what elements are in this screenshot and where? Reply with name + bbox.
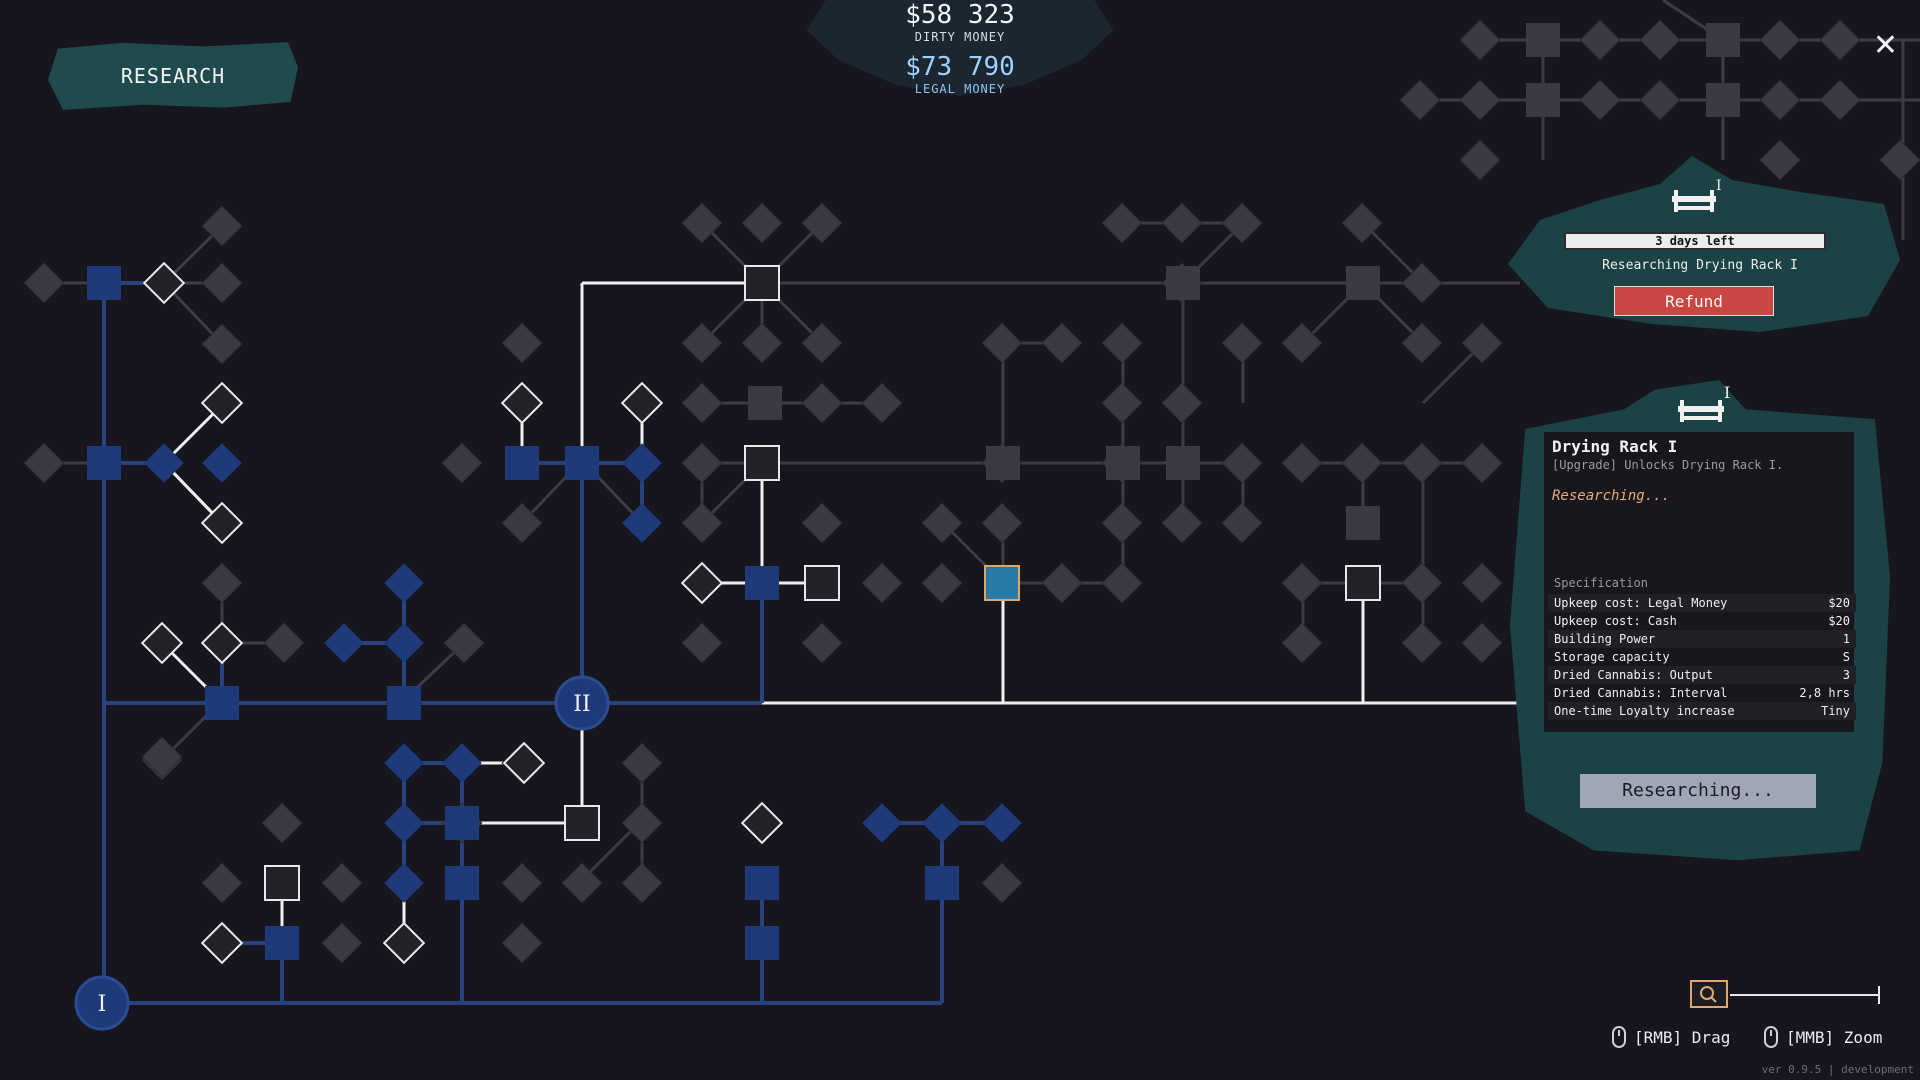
spec-label: One-time Loyalty increase	[1548, 702, 1781, 720]
available-square-nodes[interactable]	[264, 265, 1381, 901]
progress-fill	[1566, 234, 1652, 248]
tier-1-root[interactable]: I	[74, 975, 130, 1031]
spec-value: 3	[1780, 666, 1856, 684]
spec-value: 2,8 hrs	[1799, 686, 1850, 700]
researching-button[interactable]: Researching...	[1580, 774, 1816, 808]
drying-rack-node[interactable]	[984, 565, 1020, 601]
zoom-hint-text: [MMB] Zoom	[1786, 1027, 1883, 1047]
research-progress-card: I 3 days left Researching Drying Rack I …	[1500, 140, 1900, 340]
spec-label: Upkeep cost: Legal Money	[1548, 594, 1781, 612]
spec-table: Upkeep cost: Legal Money$20 Upkeep cost:…	[1548, 594, 1856, 720]
svg-text:I: I	[98, 992, 107, 1017]
svg-text:I: I	[1724, 383, 1730, 402]
locked-square-nodes[interactable]	[748, 23, 1740, 540]
drag-hint-text: [RMB] Drag	[1634, 1027, 1731, 1047]
available-links	[160, 281, 1520, 945]
dirty-money-label: DIRTY MONEY	[914, 30, 1006, 44]
legal-money-value: $73 790	[905, 52, 1015, 82]
days-left-text: 3 days left	[1655, 234, 1735, 248]
spec-value: 1	[1780, 630, 1856, 648]
spec-label: Building Power	[1548, 630, 1781, 648]
spec-label: Storage capacity	[1554, 650, 1670, 664]
close-icon[interactable]: ✕	[1872, 28, 1898, 63]
spec-value: $20	[1828, 614, 1850, 628]
spec-label: Upkeep cost: Cash	[1554, 614, 1677, 628]
unlocked-square-nodes[interactable]	[87, 266, 959, 960]
svg-text:I: I	[1716, 178, 1722, 194]
research-detail-card: I Drying Rack I [Upgrade] Unlocks Drying…	[1510, 380, 1890, 870]
zoom-track[interactable]	[1730, 994, 1880, 996]
svg-text:II: II	[573, 692, 590, 717]
research-title-banner: RESEARCH	[48, 42, 298, 110]
zoom-track-end	[1878, 986, 1880, 1004]
zoom-hint: [MMB] Zoom	[1764, 1026, 1882, 1048]
detail-status: Researching...	[1552, 488, 1671, 504]
spec-value: $20	[1780, 594, 1856, 612]
page-title: RESEARCH	[120, 64, 226, 88]
spec-label: Dried Cannabis: Interval	[1554, 686, 1728, 700]
version-text: ver 0.9.5 | development	[1761, 1063, 1914, 1076]
spec-header: Specification	[1554, 576, 1648, 590]
spec-value: Tiny	[1780, 702, 1856, 720]
spec-label: Dried Cannabis: Output	[1548, 666, 1781, 684]
legal-money-label: LEGAL MONEY	[914, 82, 1006, 96]
zoom-slider[interactable]	[1690, 980, 1890, 1016]
locked-nodes[interactable]	[23, 19, 1920, 964]
tier-2-root[interactable]: II	[554, 675, 610, 731]
search-icon	[1700, 986, 1717, 1003]
spec-row: Upkeep cost: Cash $20	[1548, 612, 1856, 630]
spec-row: Dried Cannabis: Interval 2,8 hrs	[1548, 684, 1856, 702]
detail-subtitle: [Upgrade] Unlocks Drying Rack I.	[1552, 458, 1784, 472]
zoom-knob[interactable]	[1690, 980, 1728, 1008]
money-panel: $58 323 DIRTY MONEY $73 790 LEGAL MONEY	[800, 0, 1120, 120]
detail-title: Drying Rack I	[1552, 437, 1678, 456]
spec-row: Upkeep cost: Legal Money$20	[1548, 594, 1856, 612]
research-progress-bar: 3 days left	[1564, 232, 1826, 250]
drag-hint: [RMB] Drag	[1612, 1026, 1730, 1048]
drying-rack-icon: I	[1672, 178, 1722, 212]
available-nodes[interactable]	[140, 261, 784, 965]
unlocked-nodes[interactable]	[144, 443, 1022, 903]
mouse-icon	[1764, 1026, 1778, 1048]
researching-status: Researching Drying Rack I	[1602, 258, 1798, 273]
spec-row: Storage capacity S	[1548, 648, 1856, 666]
dirty-money-value: $58 323	[905, 0, 1015, 30]
mouse-icon	[1612, 1026, 1626, 1048]
refund-button[interactable]: Refund	[1614, 286, 1774, 316]
drying-rack-icon: I	[1678, 383, 1730, 422]
spec-value: S	[1842, 650, 1850, 664]
